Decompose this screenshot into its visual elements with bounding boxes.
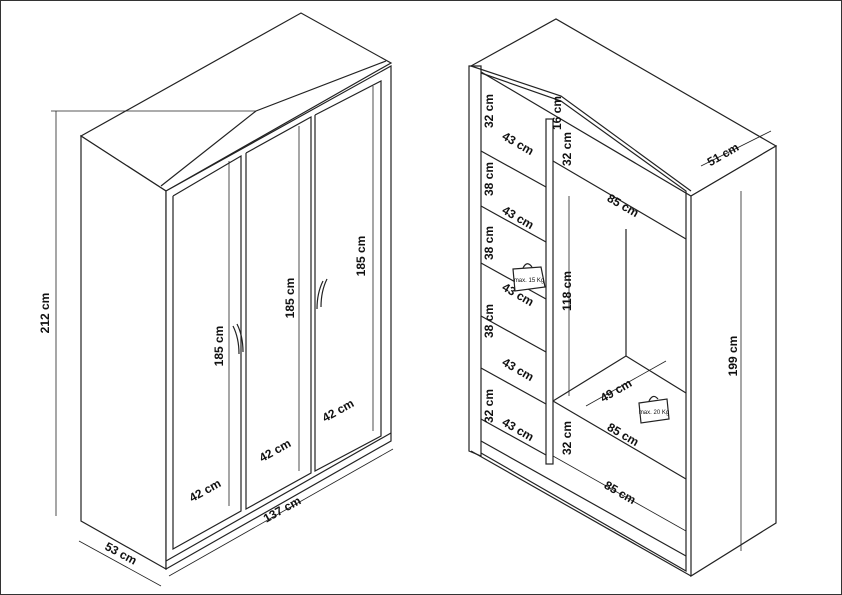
shelf-height-label: 38 cm bbox=[482, 162, 496, 196]
shelf-width-label: 43 cm bbox=[500, 203, 536, 232]
weight-icon: max. 15 Kg bbox=[512, 263, 546, 292]
bottom-depth-label: 49 cm bbox=[598, 376, 634, 405]
weight-icon: max. 20 Kg bbox=[638, 395, 670, 424]
handle-icon bbox=[316, 278, 328, 310]
weight-label: max. 15 Kg bbox=[514, 278, 544, 284]
height-label: 212 cm bbox=[38, 293, 52, 334]
top-panel bbox=[469, 18, 778, 197]
front-face bbox=[165, 64, 392, 571]
divider bbox=[545, 118, 554, 465]
shelf-height-label: 32 cm bbox=[560, 132, 574, 166]
handle-icon bbox=[232, 323, 244, 355]
top-gap-label: 16 cm bbox=[550, 96, 564, 130]
shelf-height-label: 38 cm bbox=[482, 226, 496, 260]
door-height-label: 185 cm bbox=[283, 278, 297, 319]
rail-width-label: 85 cm bbox=[605, 191, 641, 220]
height-label: 199 cm bbox=[726, 336, 740, 377]
door-left bbox=[172, 154, 242, 551]
shelf-height-label: 32 cm bbox=[560, 421, 574, 455]
shelf-width-label: 43 cm bbox=[500, 129, 536, 158]
lower-width-label: 85 cm bbox=[605, 420, 641, 449]
side-panel bbox=[80, 134, 167, 571]
weight-label: max. 20 Kg bbox=[639, 410, 669, 416]
door-height-label: 185 cm bbox=[212, 326, 226, 367]
shelf-height-label: 32 cm bbox=[482, 94, 496, 128]
hanging-height-label: 118 cm bbox=[560, 271, 574, 311]
door-middle bbox=[245, 115, 312, 511]
base-width-label: 85 cm bbox=[602, 478, 638, 507]
right-wardrobe: 51 cm 199 cm 85 cm 85 cm 85 cm 118 cm 49… bbox=[468, 18, 778, 578]
shelf-width-label: 43 cm bbox=[500, 355, 536, 384]
side-panel bbox=[690, 144, 777, 578]
door-right bbox=[314, 80, 382, 472]
shelf-height-label: 38 cm bbox=[482, 304, 496, 338]
door-height-label: 185 cm bbox=[354, 236, 368, 277]
shelves bbox=[480, 150, 687, 480]
roof-edge bbox=[470, 65, 692, 192]
left-panel bbox=[468, 65, 482, 457]
shelf-height-label: 32 cm bbox=[482, 389, 496, 423]
left-wardrobe: 212 cm 53 cm 137 cm 42 cm 42 cm 42 cm 18… bbox=[38, 12, 394, 587]
